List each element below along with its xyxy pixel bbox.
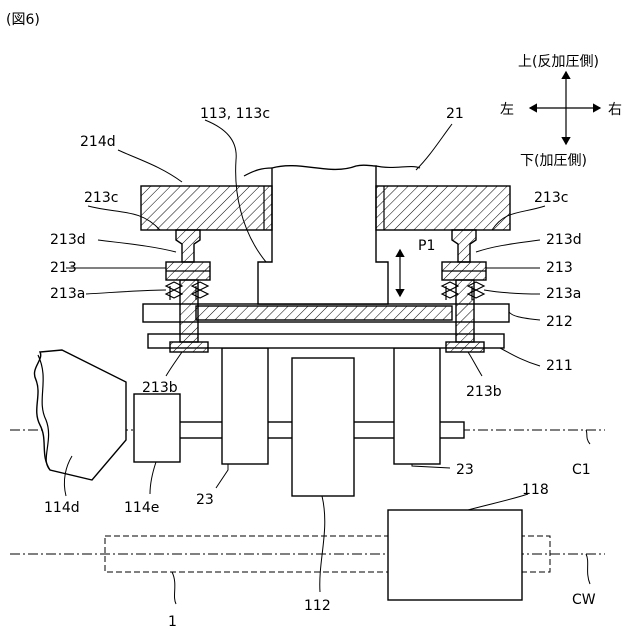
label-211: 211 [546,358,573,374]
plate-212-hatched-core [196,306,452,320]
label-213c-right: 213c [534,190,568,206]
label-p1: P1 [418,238,435,254]
label-213a-right: 213a [546,286,581,302]
direction-down-label: 下(加圧側) [520,153,587,169]
label-213a-left: 213a [50,286,85,302]
label-113: 113, 113c [200,106,270,122]
label-112: 112 [304,598,331,614]
label-212: 212 [546,314,573,330]
block-118 [388,510,522,600]
electrode-112 [292,358,354,496]
label-213-left: 213 [50,260,77,276]
label-23-left: 23 [196,492,214,508]
label-1: 1 [168,614,177,630]
direction-indicator: 上(反加圧側) 下(加圧側) 左 右 [500,54,622,169]
plate-214d-right [376,186,510,230]
label-114e: 114e [124,500,159,516]
label-21: 21 [446,106,464,122]
label-114d: 114d [44,500,80,516]
label-214d: 214d [80,134,116,150]
column-23-right [394,348,440,464]
label-213-right: 213 [546,260,573,276]
label-213b-right: 213b [466,384,502,400]
direction-right-label: 右 [608,102,622,118]
coupling-114e [134,394,180,462]
figure-title: (図6) [6,12,40,28]
label-c1: C1 [572,462,591,478]
direction-left-label: 左 [500,102,514,118]
label-213d-right: 213d [546,232,582,248]
direction-up-label: 上(反加圧側) [518,54,599,70]
label-213b-left: 213b [142,380,178,396]
label-23-right: 23 [456,462,474,478]
motor-114d [34,350,126,480]
body-113 [258,165,388,304]
label-213c-left: 213c [84,190,118,206]
plate-214d-left [141,186,272,230]
label-213d-left: 213d [50,232,86,248]
label-cw: CW [572,592,596,608]
label-118: 118 [522,482,549,498]
column-23-left [222,348,268,464]
